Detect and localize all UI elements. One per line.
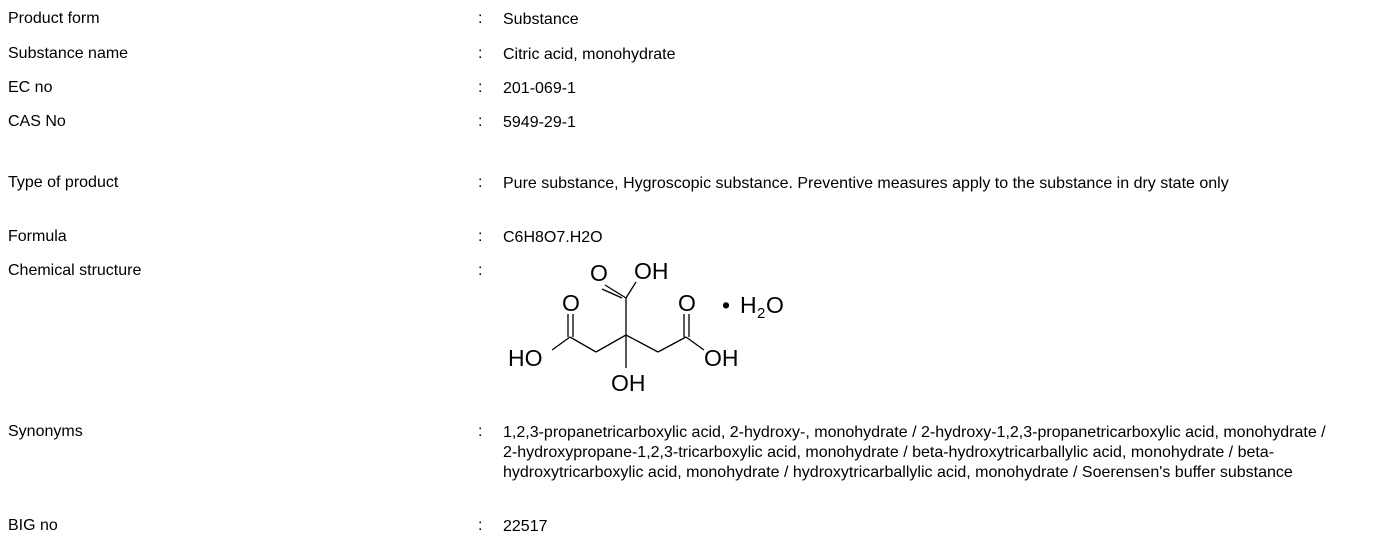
atom-o-top: O	[590, 260, 608, 286]
colon: :	[478, 174, 483, 191]
water-bullet: •	[722, 292, 730, 318]
label-product-form: Product form	[8, 10, 100, 27]
label-synonyms: Synonyms	[8, 423, 83, 440]
value-substance-name: Citric acid, monohydrate	[503, 46, 676, 63]
label-substance-name: Substance name	[8, 45, 129, 62]
value-cas-no: 5949-29-1	[503, 114, 576, 131]
colon: :	[478, 228, 483, 245]
label-chemical-structure: Chemical structure	[8, 262, 142, 279]
water-subscript-2: 2	[757, 305, 765, 322]
atom-oh-right: OH	[704, 345, 739, 371]
value-ec-no: 201-069-1	[503, 80, 576, 97]
atom-ho-left: HO	[508, 345, 543, 371]
colon: :	[478, 45, 483, 62]
colon: :	[478, 517, 483, 534]
atom-oh-top: OH	[634, 260, 669, 284]
colon: :	[478, 113, 483, 130]
colon: :	[478, 10, 483, 27]
colon: :	[478, 79, 483, 96]
label-ec-no: EC no	[8, 79, 53, 96]
atom-oh-bottom: OH	[611, 370, 646, 396]
label-cas-no: CAS No	[8, 113, 66, 130]
label-type-of-product: Type of product	[8, 174, 119, 191]
chemical-structure-diagram: O OH O O HO OH OH • H 2 O	[508, 260, 784, 396]
atom-o-left: O	[562, 290, 580, 316]
atom-o-right: O	[678, 290, 696, 316]
water-o: O	[766, 292, 784, 318]
value-type-of-product: Pure substance, Hygroscopic substance. P…	[503, 175, 1229, 192]
colon: :	[478, 262, 483, 279]
colon: :	[478, 423, 483, 440]
structure-bonds	[551, 281, 705, 368]
value-big-no: 22517	[503, 518, 548, 535]
value-formula: C6H8O7.H2O	[503, 229, 603, 246]
label-big-no: BIG no	[8, 517, 58, 534]
water-h: H	[740, 292, 757, 318]
value-synonyms: 1,2,3-propanetricarboxylic acid, 2-hydro…	[503, 424, 1326, 481]
value-product-form: Substance	[503, 11, 579, 28]
label-formula: Formula	[8, 228, 67, 245]
